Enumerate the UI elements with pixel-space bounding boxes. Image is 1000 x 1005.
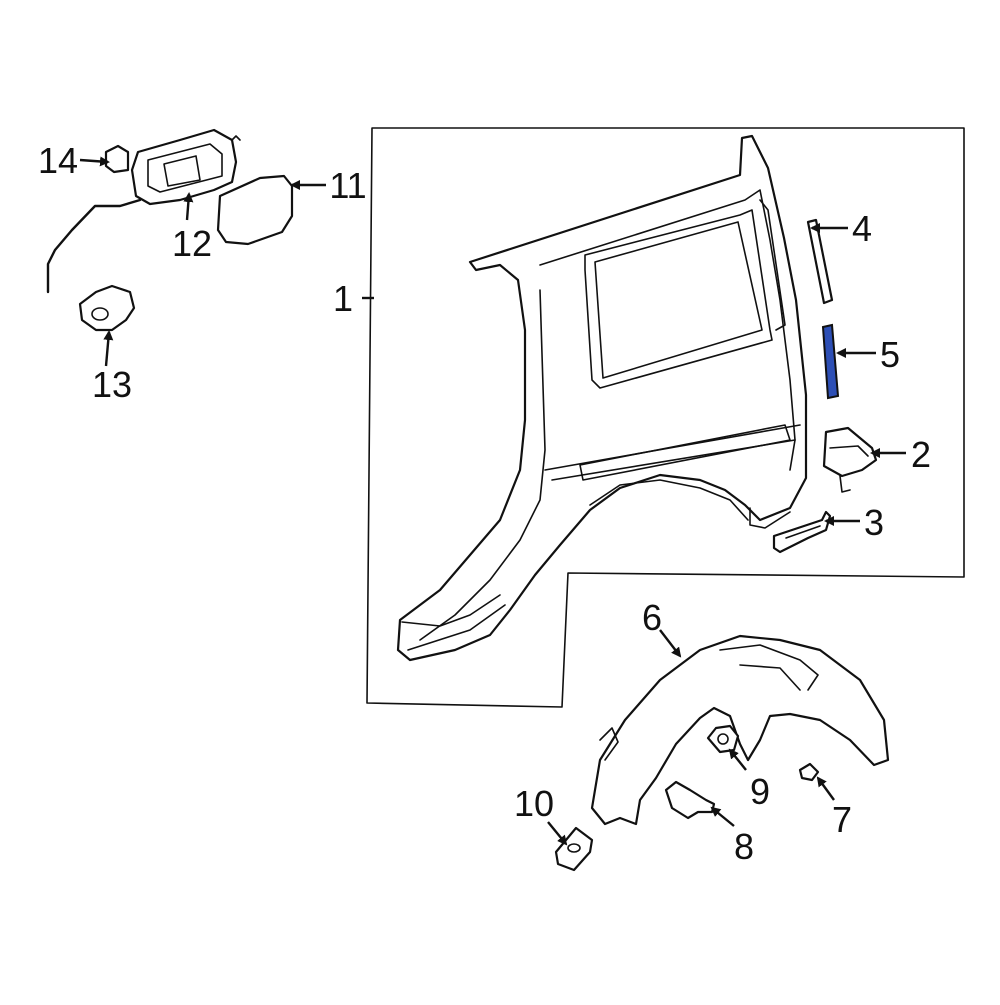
callout-13-label: 13: [92, 364, 132, 405]
callout-8-leader: [710, 806, 735, 827]
bracket-part[interactable]: [822, 426, 878, 493]
callout-4-label: 4: [852, 208, 872, 249]
rubber-bumper-part[interactable]: [78, 284, 136, 332]
callout-11-label: 11: [329, 165, 366, 206]
push-rivet-part[interactable]: [664, 780, 716, 820]
callout-2-label: 2: [911, 434, 931, 475]
clip-part[interactable]: [798, 762, 820, 782]
callout-13-leader: [103, 330, 114, 367]
callout-9-label: 9: [750, 771, 770, 812]
latch-clip-part[interactable]: [104, 144, 130, 174]
trim-strip-part[interactable]: [806, 218, 834, 305]
callout-1-label: 1: [333, 278, 353, 319]
bracket-clip-part[interactable]: [554, 826, 594, 872]
highlighted-seal-part[interactable]: [821, 323, 840, 400]
nut-part[interactable]: [706, 724, 740, 754]
callout-12-leader: [183, 192, 194, 221]
callout-5-label: 5: [880, 334, 900, 375]
callout-7-leader: [816, 776, 835, 801]
assembly-boundary-frame: [366, 127, 965, 708]
callout-6-leader: [659, 629, 682, 658]
callout-14-leader: [79, 156, 110, 167]
reinforcement-part[interactable]: [772, 510, 832, 554]
callout-12-label: 12: [172, 223, 212, 264]
callout-7-label: 7: [832, 799, 852, 840]
callout-3-label: 3: [864, 502, 884, 543]
callout-14-label: 14: [38, 140, 78, 181]
callout-8-label: 8: [734, 826, 754, 867]
callout-6-label: 6: [642, 597, 662, 638]
callout-10-leader: [547, 821, 568, 846]
callout-9-leader: [728, 748, 747, 771]
wheelhouse-liner-part[interactable]: [590, 634, 890, 826]
filler-housing-part[interactable]: [46, 128, 241, 294]
quarter-panel-part[interactable]: [396, 134, 808, 662]
callout-10-label: 10: [514, 783, 554, 824]
fuel-door-part[interactable]: [216, 174, 294, 246]
